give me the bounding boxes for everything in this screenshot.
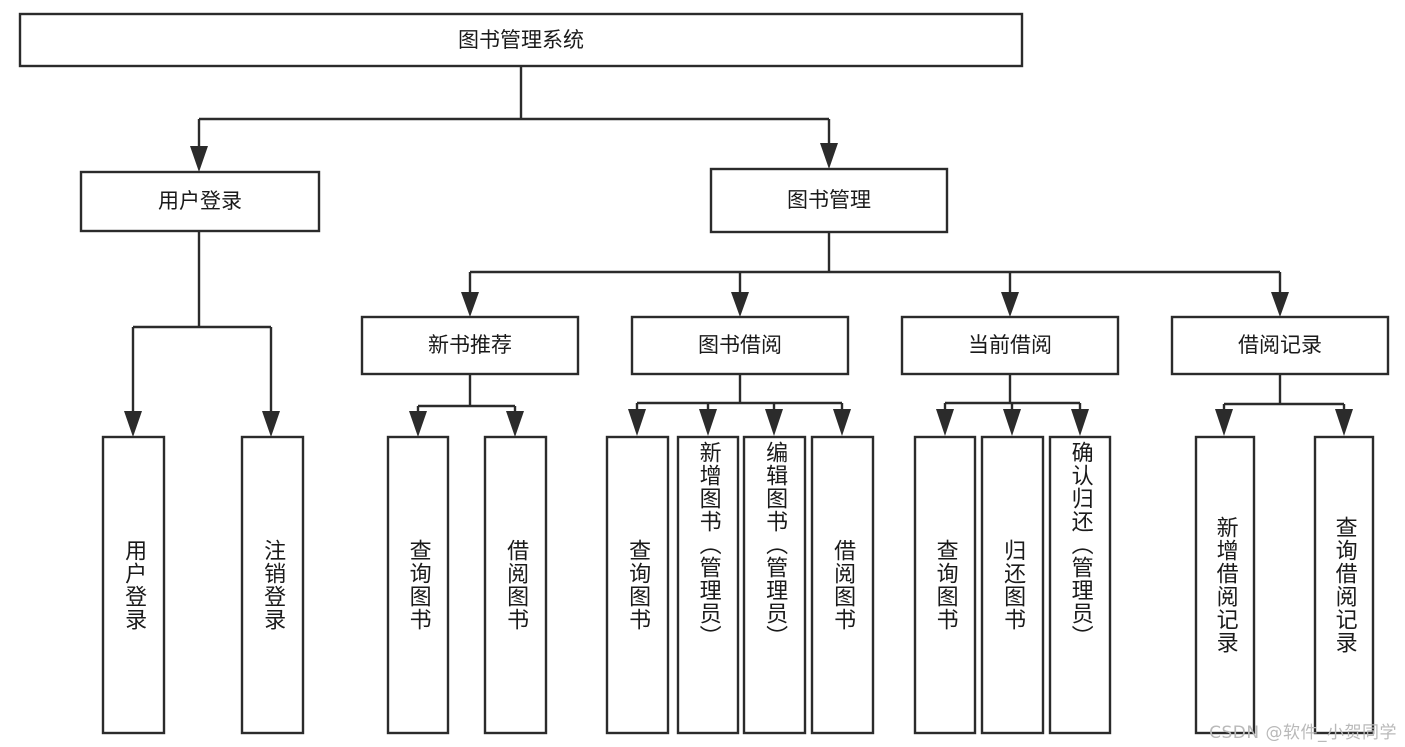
arrow-to-book-borrow bbox=[731, 292, 749, 317]
arrow-to-leaf-borrow-book-2 bbox=[833, 409, 851, 436]
arrow-to-borrow-record bbox=[1271, 292, 1289, 317]
leaf-box-confirm-return[interactable] bbox=[1048, 435, 1112, 735]
node-root-label: 图书管理系统 bbox=[458, 28, 584, 52]
connector-group-user-login bbox=[124, 231, 280, 437]
leaf-box-edit-book[interactable] bbox=[742, 435, 807, 735]
node-book-borrow[interactable] bbox=[630, 315, 850, 376]
leaf-box-borrow-book-1[interactable] bbox=[483, 435, 548, 735]
node-new-book-recommend-label: 新书推荐 bbox=[428, 333, 512, 357]
node-root[interactable] bbox=[18, 12, 1024, 68]
leaf-box-borrow-book-2[interactable] bbox=[810, 435, 875, 735]
node-book-manage[interactable] bbox=[709, 167, 949, 234]
arrow-to-leaf-add-book bbox=[699, 409, 717, 436]
node-borrow-record[interactable] bbox=[1170, 315, 1390, 376]
arrow-to-leaf-query-book-3 bbox=[936, 409, 954, 436]
leaf-box-query-book-1[interactable] bbox=[386, 435, 450, 735]
leaf-box-user-logout[interactable] bbox=[240, 435, 305, 735]
leaf-box-query-record[interactable] bbox=[1313, 435, 1375, 735]
leaf-box-user-login[interactable] bbox=[101, 435, 166, 735]
leaf-box-query-book-3[interactable] bbox=[913, 435, 977, 735]
node-book-manage-label: 图书管理 bbox=[787, 188, 871, 212]
csdn-watermark: CSDN @软件_小贺同学 bbox=[1209, 723, 1397, 743]
connector-group-new-book-recommend bbox=[409, 374, 524, 437]
node-new-book-recommend[interactable] bbox=[360, 315, 580, 376]
connector-group-book-manage bbox=[461, 232, 1289, 317]
leaf-box-query-book-2[interactable] bbox=[605, 435, 670, 735]
arrow-to-leaf-query-record bbox=[1335, 409, 1353, 436]
arrow-to-leaf-edit-book bbox=[765, 409, 783, 436]
arrow-to-leaf-user-logout bbox=[262, 411, 280, 437]
leaf-box-add-book[interactable] bbox=[676, 435, 740, 735]
arrow-to-user-login bbox=[190, 146, 208, 172]
arrow-to-leaf-query-book-2 bbox=[628, 409, 646, 436]
arrow-to-leaf-borrow-book-1 bbox=[506, 411, 524, 437]
arrow-to-leaf-add-record bbox=[1215, 409, 1233, 436]
arrow-to-current-borrow bbox=[1001, 292, 1019, 317]
connector-group-current-borrow bbox=[936, 374, 1089, 436]
leaf-box-return-book[interactable] bbox=[980, 435, 1045, 735]
arrow-to-book-manage bbox=[820, 143, 838, 169]
arrow-to-leaf-return-book bbox=[1003, 409, 1021, 436]
arrow-to-new-book-recommend bbox=[461, 292, 479, 317]
node-current-borrow[interactable] bbox=[900, 315, 1120, 376]
leaf-box-add-record[interactable] bbox=[1194, 435, 1256, 735]
node-borrow-record-label: 借阅记录 bbox=[1238, 333, 1322, 357]
arrow-to-leaf-confirm-return bbox=[1071, 409, 1089, 436]
arrow-to-leaf-query-book-1 bbox=[409, 411, 427, 437]
node-user-login-label: 用户登录 bbox=[158, 189, 242, 213]
connector-group-root bbox=[190, 66, 838, 172]
arrow-to-leaf-user-login bbox=[124, 411, 142, 437]
connector-group-book-borrow bbox=[628, 374, 851, 436]
connector-group-borrow-record bbox=[1215, 374, 1353, 436]
node-current-borrow-label: 当前借阅 bbox=[968, 333, 1052, 357]
node-user-login[interactable] bbox=[79, 170, 321, 233]
node-book-borrow-label: 图书借阅 bbox=[698, 333, 782, 357]
